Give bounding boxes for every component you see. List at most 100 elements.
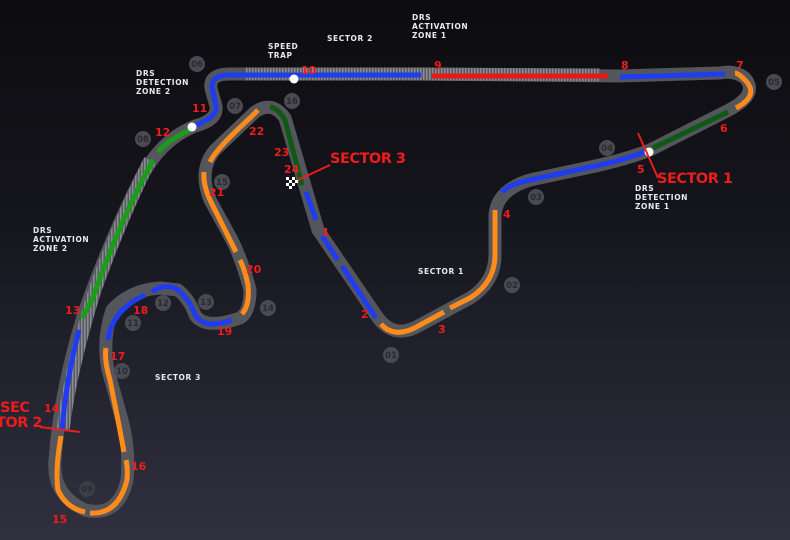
corner-badge: 05 xyxy=(766,74,782,90)
turn-number: 19 xyxy=(217,325,232,338)
corner-badge: 11 xyxy=(125,315,141,331)
sector1-label: SECTOR 1 xyxy=(418,267,464,276)
checkered-flag-icon xyxy=(286,177,298,189)
svg-text:12: 12 xyxy=(157,299,169,309)
segment-green-12-13 xyxy=(79,158,156,320)
corner-badge: 08 xyxy=(135,131,151,147)
corner-badge: 04 xyxy=(599,140,615,156)
turn-number: 21 xyxy=(209,186,224,199)
segment-green-22-23 xyxy=(269,104,305,186)
sector2-marker-line1: SEC xyxy=(0,400,30,416)
corner-badge: 01 xyxy=(383,347,399,363)
turn-number: 1 xyxy=(322,226,330,239)
segment-orange-2-3 xyxy=(379,309,446,335)
sector2-marker-line2: TOR 2 xyxy=(0,415,42,431)
speed-segments xyxy=(54,70,754,516)
corner-badge: 13 xyxy=(198,294,214,310)
turn-number: 22 xyxy=(249,125,264,138)
direction-arrow-icon xyxy=(310,222,318,238)
svg-text:16: 16 xyxy=(286,97,298,107)
segment-green-5-6 xyxy=(651,109,730,151)
turn-number: 12 xyxy=(155,126,170,139)
sector2-label: SECTOR 2 xyxy=(327,34,373,43)
segment-blue-1-2 xyxy=(339,264,379,320)
turn-number: 14 xyxy=(44,402,60,415)
segment-orange-19-20 xyxy=(237,258,251,316)
corner-badge: 06 xyxy=(189,56,205,72)
turn-number: 16 xyxy=(131,460,147,473)
sector3-marker: SECTOR 3 xyxy=(330,151,406,167)
segment-blue-9-10-11 xyxy=(193,72,421,129)
turn-number: 10 xyxy=(301,64,317,77)
speed-trap-dot xyxy=(289,74,299,84)
svg-text:15: 15 xyxy=(216,178,228,188)
svg-text:02: 02 xyxy=(506,281,518,291)
segment-blue-17-18 xyxy=(105,292,147,341)
svg-text:11: 11 xyxy=(127,319,139,329)
svg-text:14: 14 xyxy=(262,304,274,314)
turn-number: 7 xyxy=(736,59,744,72)
svg-text:09: 09 xyxy=(81,485,93,495)
turn-number: 6 xyxy=(720,122,728,135)
svg-text:06: 06 xyxy=(191,60,203,70)
svg-text:04: 04 xyxy=(601,144,613,154)
segment-orange-3-4 xyxy=(448,210,498,311)
sector1-line xyxy=(637,132,659,179)
segment-blue-4-5 xyxy=(500,148,648,194)
segment-blue-13-14 xyxy=(59,329,82,431)
segment-orange-20-21 xyxy=(201,171,239,254)
sector1-marker: SECTOR 1 xyxy=(657,171,733,187)
turn-number: 4 xyxy=(503,208,511,221)
turn-numbers: 1 2 3 4 5 6 7 8 9 10 11 12 13 14 15 16 1… xyxy=(44,59,744,526)
turn-number: 23 xyxy=(274,146,289,159)
svg-text:08: 08 xyxy=(137,135,149,145)
turn-number: 18 xyxy=(133,304,148,317)
turn-number: 3 xyxy=(438,323,446,336)
turn-number: 13 xyxy=(65,304,80,317)
svg-text:10: 10 xyxy=(116,367,128,377)
turn-number: 8 xyxy=(621,59,629,72)
sector3-line xyxy=(297,164,331,181)
svg-text:07: 07 xyxy=(229,102,241,112)
corner-badges: 01 02 03 04 05 06 07 08 09 10 11 12 13 1… xyxy=(79,56,782,497)
svg-text:03: 03 xyxy=(530,193,542,203)
corner-badge: 15 xyxy=(214,174,230,190)
svg-text:01: 01 xyxy=(385,351,397,361)
turn-number: 9 xyxy=(434,59,442,72)
segment-blue-7-8 xyxy=(619,71,726,80)
sector3-label: SECTOR 3 xyxy=(155,373,201,382)
corner-badge: 12 xyxy=(155,295,171,311)
turn-number: 20 xyxy=(246,263,262,276)
turn-number: 11 xyxy=(192,102,207,115)
svg-text:13: 13 xyxy=(200,298,212,308)
segment-orange-21-22 xyxy=(207,108,260,164)
corner-badge: 09 xyxy=(79,481,95,497)
corner-badge: 07 xyxy=(227,98,243,114)
segment-green-11-12 xyxy=(156,127,192,154)
segment-blue-23-24 xyxy=(303,191,319,221)
svg-text:05: 05 xyxy=(768,78,780,88)
turn-number: 17 xyxy=(110,350,125,363)
corner-badge: 03 xyxy=(528,189,544,205)
segment-blue-start xyxy=(319,234,341,262)
corner-badge: 02 xyxy=(504,277,520,293)
turn-number: 2 xyxy=(361,308,369,321)
corner-badge: 10 xyxy=(114,363,130,379)
corner-badge: 14 xyxy=(260,300,276,316)
segment-orange-6-7 xyxy=(734,70,754,111)
turn-number: 24 xyxy=(284,163,300,176)
segment-blue-18-19 xyxy=(150,284,233,327)
segment-orange-15-16 xyxy=(89,459,130,516)
turn-number: 15 xyxy=(52,513,67,526)
drs-detection-2-dot xyxy=(187,122,197,132)
sector2-line xyxy=(39,426,81,433)
turn-number: 5 xyxy=(637,163,645,176)
corner-badge: 16 xyxy=(284,93,300,109)
segment-orange-16-17 xyxy=(103,347,127,453)
